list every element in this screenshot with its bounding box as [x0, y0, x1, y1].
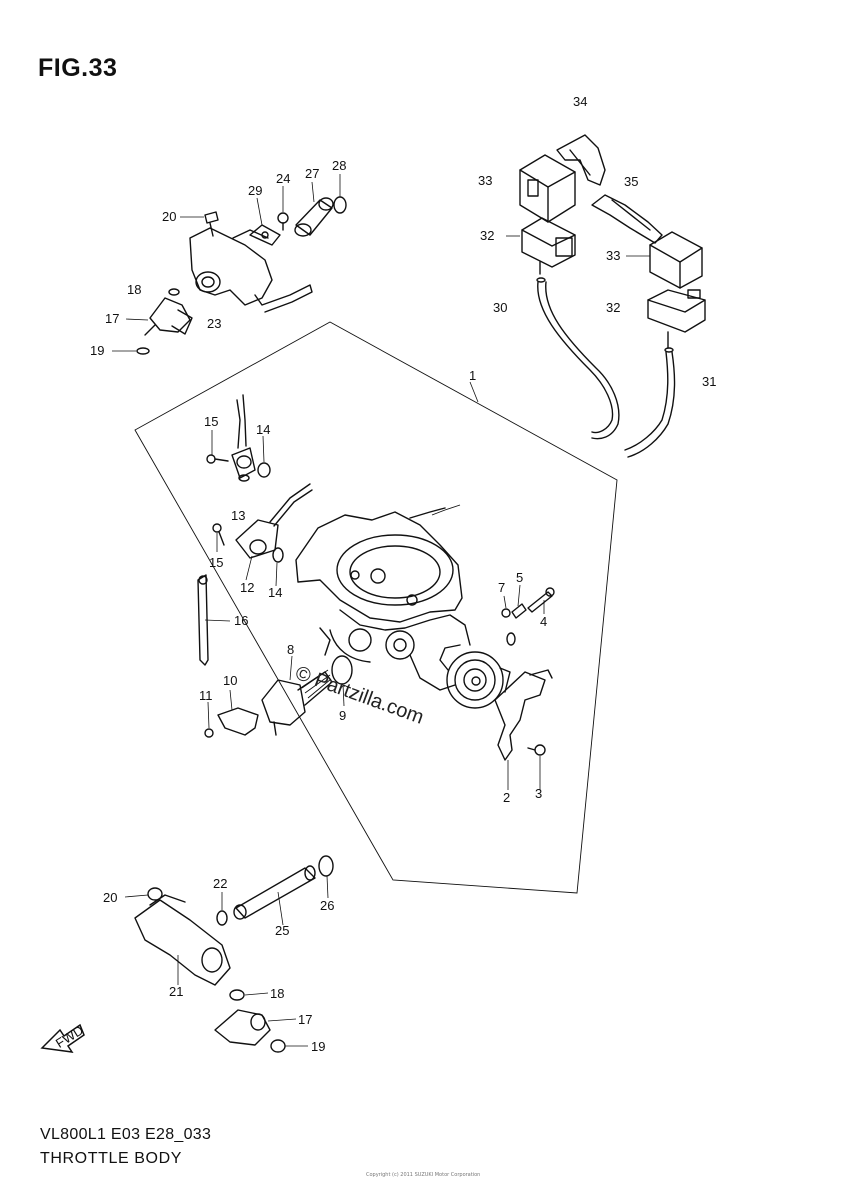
screw-3[interactable]: [527, 744, 546, 756]
bolt-20-upper[interactable]: [204, 211, 219, 237]
callout-14: 14: [268, 585, 282, 600]
callout-16: 16: [234, 613, 248, 628]
callout-31: 31: [702, 374, 716, 389]
assembly-1-boundary: [134, 321, 618, 894]
copyright-note: Copyright (c) 2011 SUZUKI Motor Corporat…: [366, 1172, 481, 1178]
idle-valve-8[interactable]: [261, 669, 333, 736]
callout-15: 15: [209, 555, 223, 570]
callout-30: 30: [493, 300, 507, 315]
spring-5[interactable]: [511, 603, 527, 619]
callout-13: 13: [231, 508, 245, 523]
o-ring-14-upper[interactable]: [257, 462, 271, 478]
callout-29: 29: [248, 183, 262, 198]
callout-19: 19: [311, 1039, 325, 1054]
callout-33: 33: [478, 173, 492, 188]
fwd-arrow-icon: FWD: [40, 1022, 86, 1053]
callout-9: 9: [339, 708, 346, 723]
callout-3: 3: [535, 786, 542, 801]
callout-23: 23: [207, 316, 221, 331]
callout-7: 7: [498, 580, 505, 595]
sensor-12[interactable]: [235, 483, 313, 559]
relay-32-lower[interactable]: [647, 289, 706, 349]
callout-28: 28: [332, 158, 346, 173]
callout-10: 10: [223, 673, 237, 688]
bracket-34[interactable]: [556, 134, 606, 186]
callout-4: 4: [540, 614, 547, 629]
screw-24[interactable]: [277, 212, 289, 231]
callout-35: 35: [624, 174, 638, 189]
o-ring-19-upper[interactable]: [136, 347, 150, 355]
hose-30[interactable]: [536, 277, 620, 440]
hose-31[interactable]: [624, 347, 676, 458]
callout-22: 22: [213, 876, 227, 891]
callout-32: 32: [480, 228, 494, 243]
screw-4[interactable]: [527, 587, 555, 613]
callout-18: 18: [127, 282, 141, 297]
o-ring-18-lower[interactable]: [229, 989, 245, 1001]
o-ring-18-upper[interactable]: [168, 288, 180, 296]
fuel-delivery-pipe-23[interactable]: [189, 227, 313, 313]
screw-15-upper[interactable]: [206, 454, 229, 464]
callout-12: 12: [240, 580, 254, 595]
callout-11: 11: [199, 688, 213, 703]
bracket-35[interactable]: [591, 194, 663, 244]
callout-24: 24: [276, 171, 290, 186]
callout-17: 17: [105, 311, 119, 326]
callout-18: 18: [270, 986, 284, 1001]
fuel-pipe-25[interactable]: [233, 865, 316, 920]
model-code: VL800L1 E03 E28_033: [40, 1126, 212, 1143]
sensor-13[interactable]: [231, 394, 256, 482]
fuel-injector-17-lower[interactable]: [214, 1009, 271, 1046]
throttle-pulley[interactable]: [439, 644, 511, 709]
throttle-body-casting[interactable]: [295, 504, 471, 691]
callout-32: 32: [606, 300, 620, 315]
figure-title: FIG.33: [38, 54, 118, 82]
bracket-10[interactable]: [217, 707, 259, 736]
callout-17: 17: [298, 1012, 312, 1027]
screw-7[interactable]: [501, 608, 511, 618]
callout-26: 26: [320, 898, 334, 913]
o-ring-26[interactable]: [318, 855, 334, 877]
clamp-29[interactable]: [249, 224, 281, 246]
callout-1: 1: [469, 368, 476, 383]
callout-14: 14: [256, 422, 270, 437]
cable-tie-16[interactable]: [197, 574, 209, 666]
screw-11[interactable]: [204, 728, 214, 738]
callout-33: 33: [606, 248, 620, 263]
section-name: THROTTLE BODY: [40, 1150, 183, 1167]
callout-25: 25: [275, 923, 289, 938]
callout-15: 15: [204, 414, 218, 429]
relay-33-upper[interactable]: [519, 154, 576, 223]
callout-19: 19: [90, 343, 104, 358]
callout-5: 5: [516, 570, 523, 585]
callout-8: 8: [287, 642, 294, 657]
callout-2: 2: [503, 790, 510, 805]
callout-27: 27: [305, 166, 319, 181]
fuel-injector-17-upper[interactable]: [144, 297, 193, 336]
o-ring-9[interactable]: [331, 655, 353, 685]
relay-32-upper[interactable]: [521, 217, 576, 275]
o-ring-22[interactable]: [216, 910, 228, 926]
callout-34: 34: [573, 94, 587, 109]
o-ring-14-lower[interactable]: [272, 547, 284, 563]
callout-20: 20: [162, 209, 176, 224]
o-ring-19-lower[interactable]: [270, 1039, 286, 1053]
bracket-2[interactable]: [494, 669, 553, 761]
cap-20-lower[interactable]: [147, 887, 163, 901]
pressure-regulator-27[interactable]: [294, 197, 334, 237]
relay-33-lower[interactable]: [649, 231, 703, 289]
o-ring-28[interactable]: [333, 196, 347, 214]
screw-15-lower[interactable]: [212, 523, 225, 546]
washer-6[interactable]: [506, 632, 516, 646]
callout-21: 21: [169, 984, 183, 999]
callout-20: 20: [103, 890, 117, 905]
fuel-delivery-pipe-21[interactable]: [134, 894, 231, 986]
